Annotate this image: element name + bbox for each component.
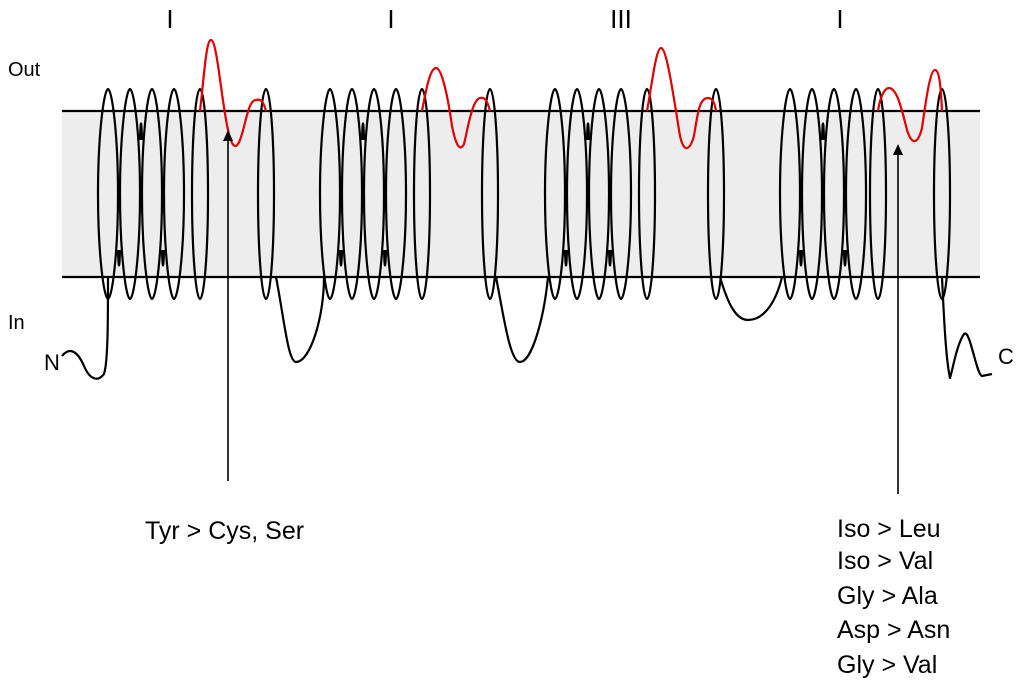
domain-1 bbox=[96, 38, 276, 301]
helix-connector bbox=[138, 122, 144, 141]
helix-segment bbox=[609, 87, 633, 301]
helix-connector bbox=[585, 122, 591, 141]
helix-segment bbox=[543, 87, 567, 301]
mutation-label: Iso > Val bbox=[837, 547, 933, 575]
helix-connector bbox=[563, 249, 569, 267]
domain-label-3: III bbox=[610, 4, 632, 34]
mutation-label: Gly > Ala bbox=[837, 582, 938, 610]
helix-segment bbox=[118, 87, 142, 301]
helix-segment bbox=[822, 87, 846, 301]
mutation-label-list-domain-4: Iso > Leu Iso > Val Gly > Ala Asp > Asn … bbox=[837, 515, 950, 679]
helix-segment bbox=[162, 87, 186, 301]
domain-label-2: I bbox=[387, 4, 394, 34]
helix-segment bbox=[140, 87, 164, 301]
mutation-label: Iso > Leu bbox=[837, 515, 941, 543]
c-terminus-tail bbox=[940, 276, 993, 380]
helix-segment bbox=[587, 87, 611, 301]
helix-segment bbox=[96, 87, 120, 301]
mutation-pointer-arrow-1 bbox=[223, 130, 233, 141]
helix-segment bbox=[844, 87, 868, 301]
helix-connector bbox=[607, 249, 613, 267]
helix-segment bbox=[384, 87, 408, 301]
helix-segment bbox=[318, 87, 342, 301]
helix-segment bbox=[190, 87, 210, 301]
helix-connector bbox=[382, 249, 388, 267]
mutation-label-domain-1: Tyr > Cys, Ser bbox=[145, 517, 304, 545]
linker-2-3 bbox=[494, 276, 550, 364]
helix-segment bbox=[800, 87, 824, 301]
helix-segment bbox=[932, 87, 952, 301]
domain-3 bbox=[543, 46, 726, 301]
helix-segment bbox=[362, 87, 386, 301]
mutation-label: Asp > Asn bbox=[837, 616, 950, 644]
pore-loop bbox=[198, 38, 268, 148]
helix-connector bbox=[820, 122, 826, 141]
membrane-band bbox=[62, 111, 980, 277]
helix-connector bbox=[798, 249, 804, 267]
helix-segment bbox=[868, 87, 888, 301]
domain-4 bbox=[778, 68, 952, 301]
pore-loop bbox=[645, 46, 718, 150]
domain-label-4: I bbox=[836, 4, 843, 34]
helix-segment bbox=[340, 87, 364, 301]
helix-connector bbox=[842, 249, 848, 267]
outside-label: Out bbox=[8, 59, 41, 81]
helix-segment bbox=[412, 87, 432, 301]
linker-1-2 bbox=[274, 276, 326, 364]
n-terminus-tail bbox=[61, 276, 110, 380]
helix-segment bbox=[637, 87, 657, 301]
pore-loop bbox=[876, 68, 944, 143]
c-terminus-label: C bbox=[998, 344, 1014, 369]
linker-3-4 bbox=[718, 276, 784, 322]
helix-connector bbox=[338, 249, 344, 267]
domain-2 bbox=[318, 66, 500, 301]
helix-connector bbox=[160, 249, 166, 267]
helix-segment bbox=[565, 87, 589, 301]
pore-loop bbox=[420, 66, 492, 149]
helix-connector bbox=[116, 249, 122, 267]
helix-connector bbox=[360, 122, 366, 141]
domain-label-1: I bbox=[166, 4, 173, 34]
helix-segment bbox=[778, 87, 802, 301]
mutation-label: Gly > Val bbox=[837, 651, 937, 679]
n-terminus-label: N bbox=[44, 350, 60, 375]
mutation-pointer-arrow-2 bbox=[893, 144, 903, 155]
inside-label: In bbox=[8, 312, 25, 334]
